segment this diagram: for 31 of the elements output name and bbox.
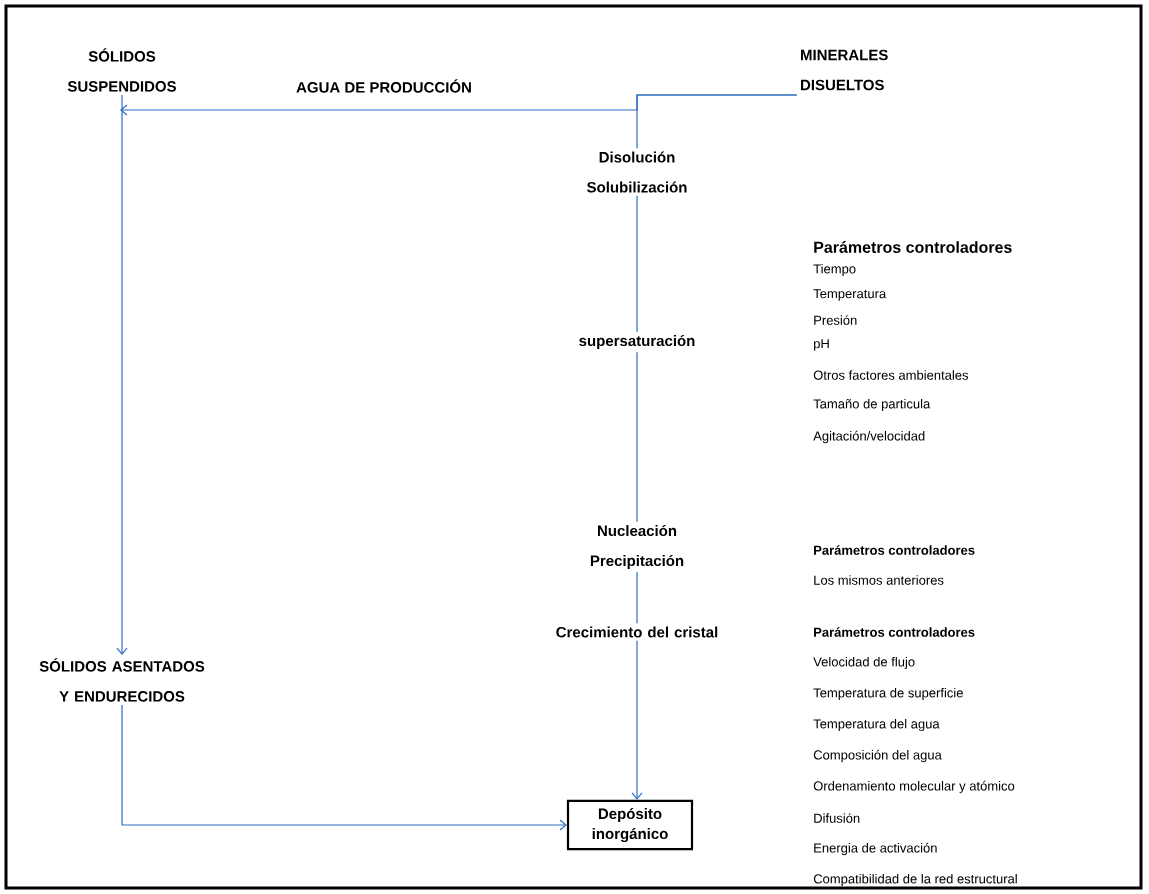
parameter-text: Ordenamiento molecular y atómico bbox=[813, 780, 1015, 794]
edge-label: AGUA DE PRODUCCIÓN bbox=[296, 79, 471, 93]
parameter-text: pH bbox=[814, 339, 829, 351]
node-label: SÓLIDOS ASENTADOS Y ENDURECIDOS bbox=[39, 658, 205, 702]
parameter-text: Temperatura del agua bbox=[813, 718, 940, 732]
arrow bbox=[631, 640, 643, 800]
arrow bbox=[121, 704, 567, 831]
parameter-text: Parámetros controladores bbox=[814, 241, 1012, 253]
parameter-text: Compatibilidad de la red estructural bbox=[813, 873, 1017, 887]
node-label: Disolución Solubilización bbox=[587, 151, 687, 193]
parameter-text: Agitación/velocidad bbox=[813, 430, 925, 444]
node-label: MINERALES DISUELTOS bbox=[801, 49, 888, 91]
node-label: SÓLIDOS SUSPENDIDOS bbox=[67, 48, 176, 92]
parameter-text: Energia de activación bbox=[814, 842, 937, 856]
parameter-text: Temperatura de superficie bbox=[813, 687, 963, 701]
node-label: supersaturación bbox=[579, 334, 695, 350]
parameter-text: Presión bbox=[814, 315, 857, 325]
parameter-text: Tamaño de particula bbox=[813, 398, 931, 412]
parameter-text: Otros factores ambientales bbox=[813, 370, 969, 380]
parameter-text: Los mismos anteriores bbox=[814, 575, 944, 585]
parameter-text: Velocidad de flujo bbox=[813, 656, 915, 670]
node-label: Nucleación Precipitación bbox=[590, 524, 684, 570]
process-box: Depósito inorgánico bbox=[566, 799, 694, 851]
arrow bbox=[116, 94, 128, 656]
parameter-text: Parámetros controladores bbox=[814, 545, 975, 555]
node-label: Crecimiento del cristal bbox=[556, 626, 718, 638]
parameter-text: Parámetros controladores bbox=[814, 627, 975, 637]
parameter-text: Temperatura bbox=[813, 289, 887, 301]
parameter-text: Difusión bbox=[814, 813, 860, 823]
parameter-text: Tiempo bbox=[813, 263, 856, 277]
parameter-text: Composición del agua bbox=[813, 749, 942, 763]
